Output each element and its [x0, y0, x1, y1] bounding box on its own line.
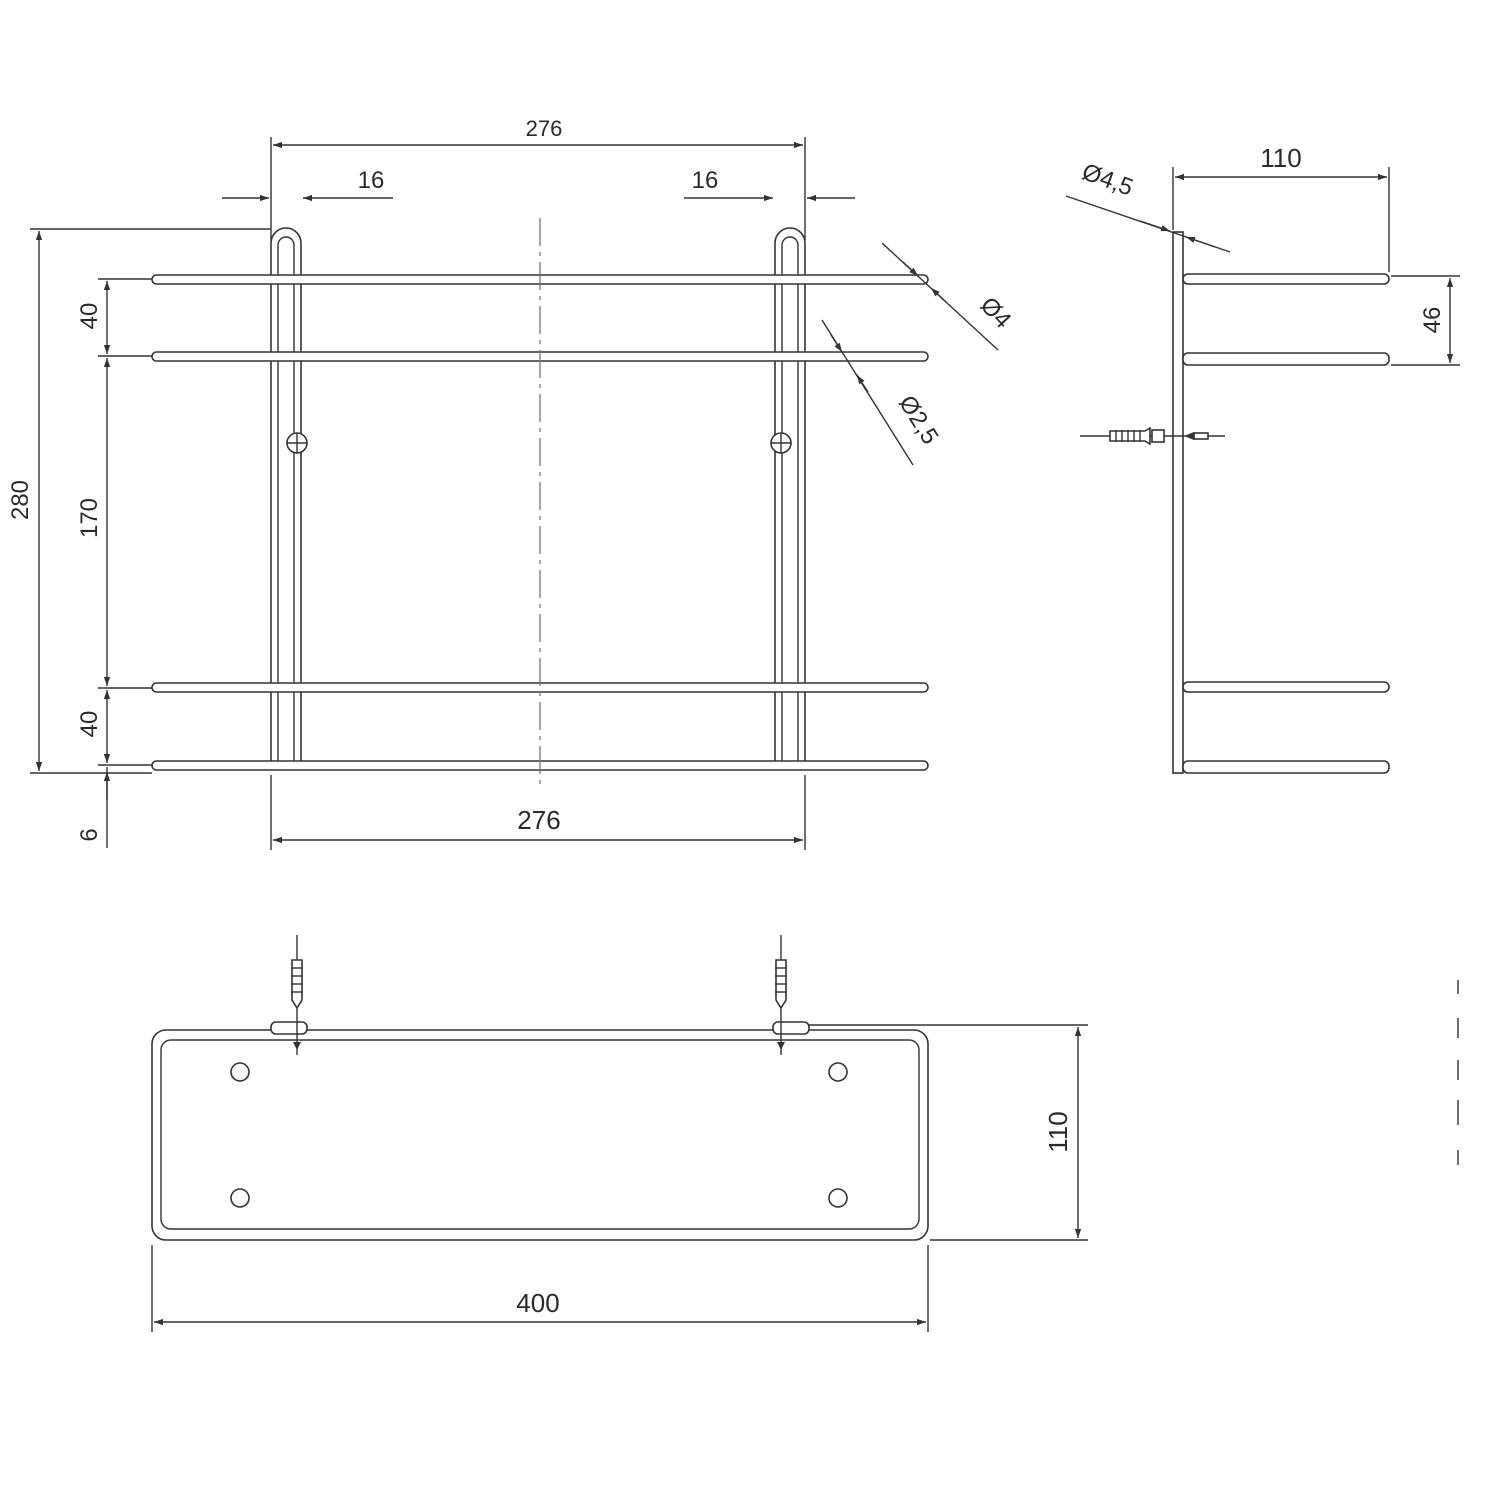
side-rail-1: [1182, 273, 1390, 285]
callout-screw-diameter: Ø4,5: [1065, 158, 1231, 253]
dim-top-depth-label: 110: [1043, 1111, 1073, 1152]
top-screw-left-icon: [270, 935, 308, 1055]
dim-left-offset-label: 16: [358, 167, 385, 194]
side-rail-2: [1182, 352, 1390, 366]
dim-left-offset: 16: [222, 167, 393, 202]
dim-top-width-400-label: 400: [516, 1288, 559, 1318]
dim-top-depth: 110: [809, 1024, 1088, 1241]
callout-wire-diameter-label: Ø2,5: [893, 391, 943, 449]
callout-screw-diameter-label: Ø4,5: [1079, 158, 1137, 201]
dim-top-width-label: 276: [526, 116, 563, 141]
hole-top-right: [828, 1062, 848, 1082]
dim-lower-gap-label: 40: [76, 711, 103, 738]
dim-top-width: 276: [270, 116, 806, 240]
front-view: 276 16 16 280: [7, 116, 1016, 850]
dim-rail-spacing-label: 46: [1419, 307, 1446, 334]
dim-total-height-label: 280: [7, 480, 34, 520]
dim-side-depth-label: 110: [1260, 143, 1301, 173]
dim-middle-gap-label: 170: [76, 498, 103, 538]
top-screw-right-icon: [772, 935, 810, 1055]
dim-bottom-offset-label: 6: [76, 828, 103, 841]
dim-side-depth: 110: [1172, 143, 1390, 272]
left-upright: [270, 227, 308, 770]
hole-bottom-right: [828, 1188, 848, 1208]
top-frame-outer: [151, 1029, 929, 1241]
side-rail-4: [1182, 760, 1390, 774]
side-rail-3: [1182, 681, 1390, 693]
hole-bottom-left: [230, 1188, 250, 1208]
dim-upper-gap-label: 40: [76, 303, 103, 330]
callout-rail-diameter-label: Ø4: [975, 292, 1017, 334]
top-view: 110 400: [151, 935, 1088, 1332]
dim-right-offset-label: 16: [692, 167, 719, 194]
top-frame-inner: [160, 1039, 920, 1230]
dim-bottom-width-label: 276: [517, 805, 560, 835]
dim-top-width-400: 400: [151, 1245, 929, 1332]
dim-bottom-width: 276: [270, 775, 806, 850]
callout-rail-diameter: Ø4: [881, 242, 1017, 351]
side-screw-icon: [1080, 426, 1225, 446]
hole-top-left: [230, 1062, 250, 1082]
side-back-plate: [1172, 231, 1184, 774]
dim-vertical-chain: 40 170 40 6: [76, 278, 152, 848]
dim-total-height: 280: [7, 228, 271, 774]
side-view: 110 46 Ø4,5: [1065, 143, 1460, 774]
callout-wire-diameter: Ø2,5: [821, 319, 944, 466]
dim-right-offset: 16: [684, 167, 855, 202]
dim-rail-spacing: 46: [1391, 275, 1460, 366]
